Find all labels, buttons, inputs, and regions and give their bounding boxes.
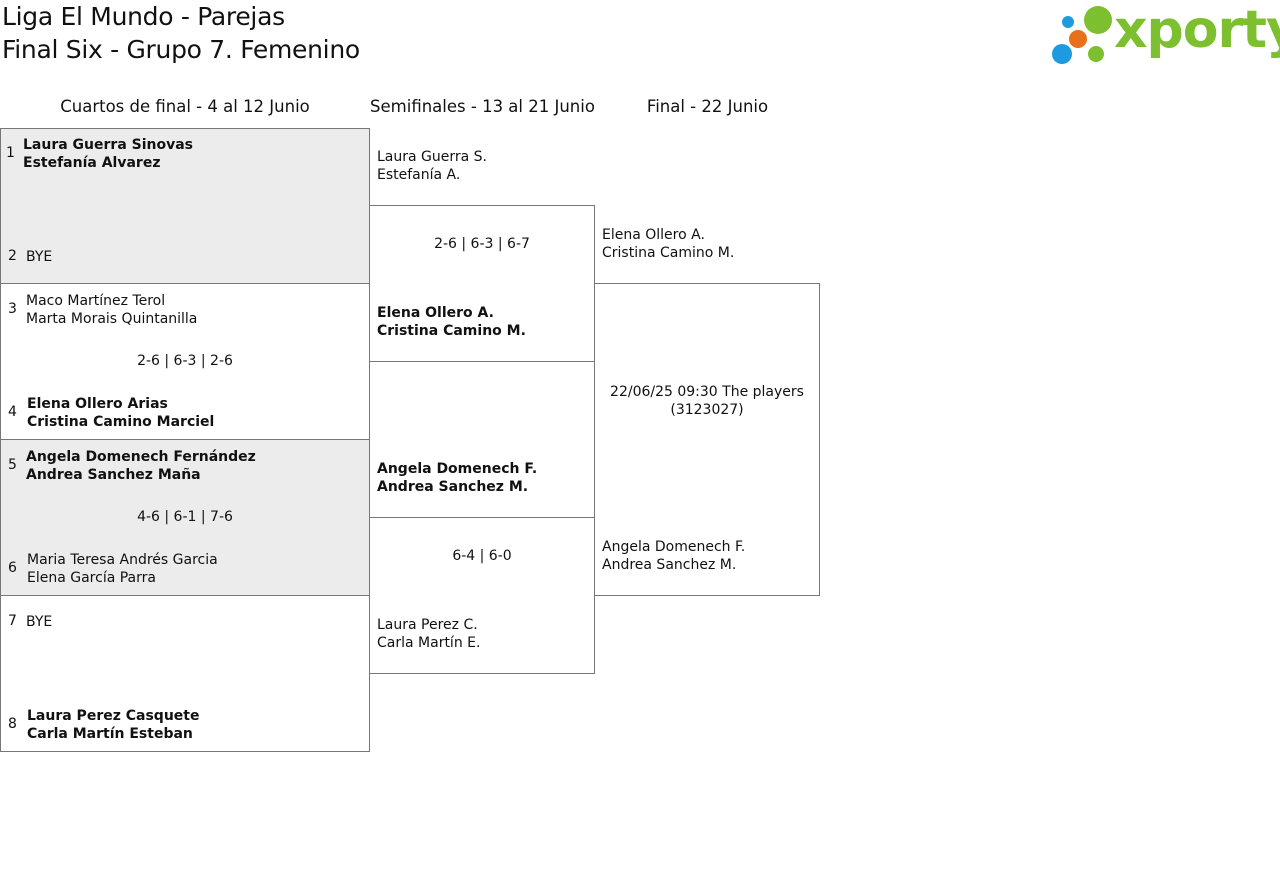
- player-name: Laura Perez C.: [377, 617, 478, 633]
- team-entry[interactable]: Laura Guerra S. Estefanía A.: [377, 148, 487, 184]
- round-header-quarterfinals: Cuartos de final - 4 al 12 Junio: [60, 97, 310, 116]
- player-name: Angela Domenech F.: [377, 461, 538, 477]
- logo-dot-orange-icon: [1069, 30, 1087, 48]
- match-score: 4-6 | 6-1 | 7-6: [137, 509, 233, 525]
- round-header-semifinals: Semifinales - 13 al 21 Junio: [370, 97, 595, 116]
- logo-text: xporty: [1114, 0, 1280, 60]
- seed-number: 6: [8, 560, 17, 576]
- team-entry[interactable]: Laura Perez C. Carla Martín E.: [377, 616, 480, 652]
- match-schedule: 22/06/25 09:30 The players (3123027): [594, 383, 820, 419]
- player-name: Marta Morais Quintanilla: [26, 311, 198, 327]
- round-header-final: Final - 22 Junio: [646, 97, 769, 116]
- player-name: Estefanía Alvarez: [23, 155, 161, 171]
- player-name: Maria Teresa Andrés Garcia: [27, 552, 218, 568]
- player-name: Cristina Camino M.: [602, 245, 735, 261]
- team-entry[interactable]: Angela Domenech Fernández Andrea Sanchez…: [26, 448, 256, 484]
- team-entry[interactable]: Angela Domenech F. Andrea Sanchez M.: [602, 538, 745, 574]
- quarterfinal-match-3[interactable]: [0, 439, 370, 596]
- player-name: Elena Ollero A.: [377, 305, 494, 321]
- xporty-logo[interactable]: xporty: [1050, 0, 1280, 68]
- match-id: (3123027): [670, 402, 744, 418]
- match-score: 2-6 | 6-3 | 2-6: [137, 353, 233, 369]
- final-match[interactable]: [594, 283, 820, 596]
- match-score: 2-6 | 6-3 | 6-7: [434, 236, 530, 252]
- player-name: Angela Domenech F.: [602, 539, 746, 555]
- team-entry[interactable]: Angela Domenech F. Andrea Sanchez M.: [377, 460, 537, 496]
- player-name: Angela Domenech Fernández: [26, 449, 256, 465]
- logo-dot-blue-small-icon: [1062, 16, 1074, 28]
- page-title: Liga El Mundo - Parejas: [2, 2, 285, 31]
- team-entry[interactable]: Elena Ollero A. Cristina Camino M.: [602, 226, 734, 262]
- match-score: 6-4 | 6-0: [452, 548, 512, 564]
- team-entry[interactable]: Maco Martínez Terol Marta Morais Quintan…: [26, 292, 197, 328]
- player-name: Elena García Parra: [27, 570, 156, 586]
- seed-number: 7: [8, 613, 17, 629]
- player-name: Laura Guerra Sinovas: [23, 137, 194, 153]
- player-name: Carla Martín E.: [377, 635, 481, 651]
- player-name: Cristina Camino Marciel: [27, 414, 215, 430]
- seed-number: 5: [8, 457, 17, 473]
- player-name: Carla Martín Esteban: [27, 726, 193, 742]
- team-entry[interactable]: Elena Ollero Arias Cristina Camino Marci…: [27, 395, 214, 431]
- seed-number: 3: [8, 301, 17, 317]
- seed-number: 8: [8, 716, 17, 732]
- player-name: Andrea Sanchez M.: [602, 557, 737, 573]
- player-name: Elena Ollero Arias: [27, 396, 168, 412]
- logo-dot-green-small-icon: [1088, 46, 1104, 62]
- logo-dot-green-icon: [1084, 6, 1112, 34]
- team-entry[interactable]: Laura Perez Casquete Carla Martín Esteba…: [27, 707, 199, 743]
- player-name: Andrea Sanchez Maña: [26, 467, 201, 483]
- player-name: Andrea Sanchez M.: [377, 479, 529, 495]
- seed-number: 2: [8, 248, 17, 264]
- player-name: Laura Guerra S.: [377, 149, 488, 165]
- seed-number: 4: [8, 404, 17, 420]
- page-subtitle: Final Six - Grupo 7. Femenino: [2, 35, 360, 64]
- match-datetime: 22/06/25 09:30 The players: [610, 384, 804, 400]
- team-entry[interactable]: Elena Ollero A. Cristina Camino M.: [377, 304, 526, 340]
- player-name: Laura Perez Casquete: [27, 708, 200, 724]
- logo-dot-blue-icon: [1052, 44, 1072, 64]
- player-name: Cristina Camino M.: [377, 323, 526, 339]
- player-name: Maco Martínez Terol: [26, 293, 166, 309]
- team-entry-bye: BYE: [26, 614, 53, 630]
- team-entry[interactable]: Laura Guerra Sinovas Estefanía Alvarez: [23, 136, 193, 172]
- quarterfinal-match-1[interactable]: [0, 128, 370, 284]
- player-name: Estefanía A.: [377, 167, 461, 183]
- seed-number: 1: [6, 145, 15, 161]
- team-entry[interactable]: Maria Teresa Andrés Garcia Elena García …: [27, 551, 218, 587]
- team-entry-bye: BYE: [26, 249, 53, 265]
- player-name: Elena Ollero A.: [602, 227, 705, 243]
